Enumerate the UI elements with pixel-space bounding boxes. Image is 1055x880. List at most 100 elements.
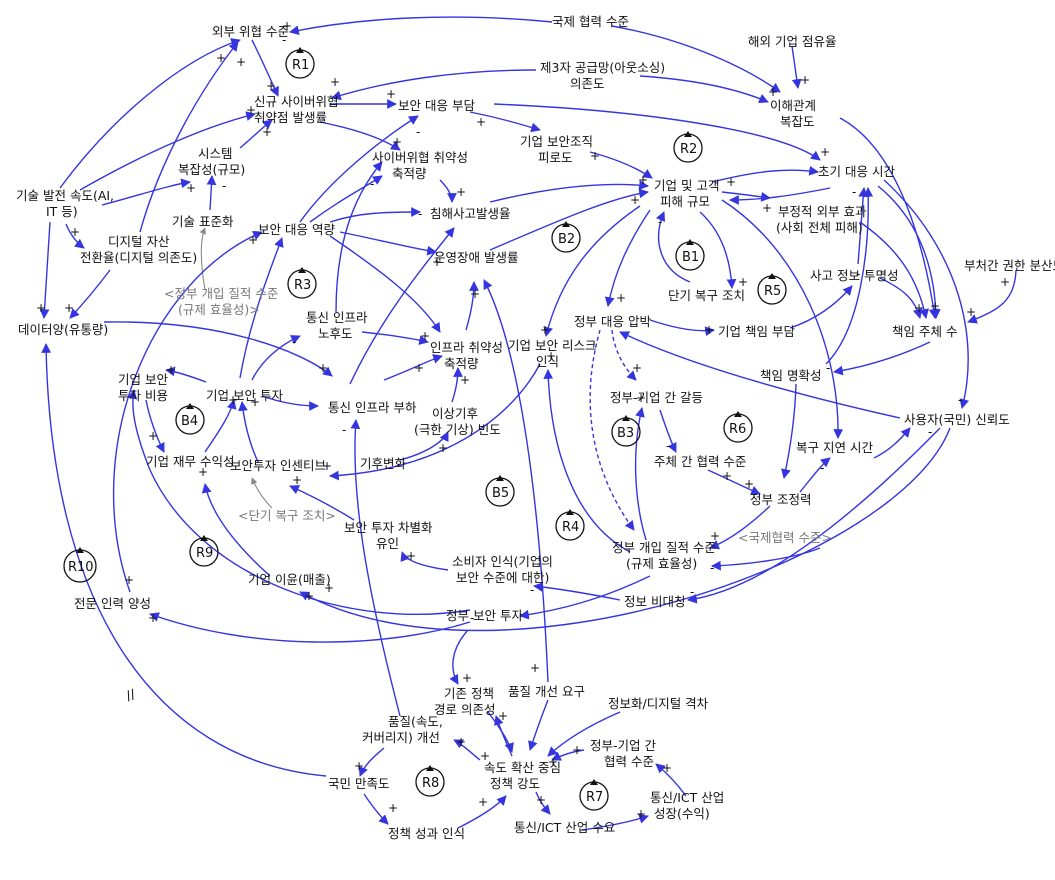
edge-burden-initial [493,103,821,161]
edge-foreign-stake [791,45,802,89]
polarity-sign: + [930,299,940,313]
polarity-sign: + [800,73,810,87]
edge-clarity-coord [781,383,797,479]
loop-label-b3: B3 [617,426,634,441]
node-sec-cost: 기업 보안 [118,372,168,387]
loop-arrow-icon [768,273,776,279]
node-policy-perception: 정책 성과 인식 [388,826,465,841]
node-supply-chain: 제3자 공급망(아웃소싱) [540,60,665,75]
polarity-sign: + [768,85,778,99]
loop-label-r4: R4 [562,520,579,535]
polarity-sign: + [186,181,196,195]
node-fin-profit: 기업 재무 수익성 [146,454,234,469]
edge-pressure-conflict [611,329,637,381]
edge-delay-trust [873,427,911,459]
node-ict-demand: 통신/ICT 산업 수요 [514,820,615,835]
edge-govq-risk [543,369,631,553]
edge-speed-demand [535,791,551,815]
edge-tech-system [101,178,191,206]
edge-gov-fin [127,389,471,616]
loop-label-b5: B5 [492,486,509,501]
loop-arrow-icon [426,765,434,771]
edge-diff-incentive [289,485,355,521]
edge-tech-data [39,221,51,319]
loop-label-r2: R2 [680,142,697,157]
edge-demand-oper [483,279,549,683]
edge-coord-delay [799,457,831,493]
polarity-sign: + [738,275,748,289]
edge-capacity-burden [299,115,419,223]
edge-aging-burden [335,161,383,313]
polarity-sign: + [762,201,772,215]
edge-quality-load [350,419,401,717]
polarity-sign: + [1000,275,1010,289]
edge-initial-actors [877,185,941,319]
polarity-sign: + [704,323,714,337]
edge-pressure-liab [649,319,715,337]
node-supply-chain-2: 의존도 [570,76,605,91]
polarity-sign: - [342,423,346,437]
polarity-sign: + [304,589,314,603]
polarity-sign: + [546,349,556,363]
edge-capacity-oper [339,231,437,256]
polarity-sign: + [248,233,258,247]
edge-initial-damage [729,187,831,205]
node-externality-2: (사회 전체 피해) [776,220,863,235]
node-short-recovery: 단기 복구 조치 [668,288,745,303]
edge-intlcoop-stake [611,25,781,93]
edge-policyg-standard [199,227,206,291]
edge-oper-damage [489,188,649,251]
node-intl-coop: 국제 협력 수준 [552,14,629,29]
polarity-sign: + [406,549,416,563]
loop-label-r7: R7 [586,790,603,805]
edge-demand-speed [528,699,549,751]
loop-label-b2: B2 [558,232,575,247]
polarity-sign: + [216,51,226,65]
polarity-sign: + [460,373,470,387]
polarity-sign: + [966,305,976,319]
polarity-sign: - [222,179,226,193]
node-actor-coop: 주체 간 협력 수준 [654,454,746,469]
loop-label-r10: R10 [68,560,94,575]
edge-stake-actors [839,117,939,319]
loop-arrow-icon [590,779,598,785]
node-ict-growth-2: 성장(수익) [654,806,710,821]
node-consumer-perception-2: 보안 수준에 대한) [456,570,549,585]
node-quality-improve-2: 커버리지) 개선 [362,730,440,745]
polarity-sign: - [530,583,534,597]
edge-trust-profit [299,427,951,632]
loop-arrow-icon [566,509,574,515]
polarity-sign: - [826,361,830,375]
node-stakeholder-2: 복잡도 [780,114,815,129]
polarity-sign: + [638,173,648,187]
loop-arrow-icon [76,547,84,553]
loop-label-r8: R8 [422,776,439,791]
edge-demand-growth [581,814,649,831]
edge-govq-govinvest [519,575,651,620]
edge-speed-quality [453,739,481,761]
edge-pressure-govq [589,329,635,531]
polarity-sign: + [548,755,558,769]
delay-mark: // [124,687,138,704]
node-foreign-share: 해외 기업 점유율 [748,34,836,49]
edge-standard-system [206,175,217,211]
node-quality-demand: 품질 개선 요구 [508,684,585,699]
node-stakeholder: 이해관계 [770,98,816,113]
edge-newthreat-vuln [319,121,401,151]
node-risk-perception-2: 인식 [536,354,559,369]
edge-speed-path [494,715,513,757]
edge-liab-trans [789,285,853,329]
edge-data-load [103,321,333,377]
node-cyber-vuln-2: 축적량 [392,166,427,181]
edge-threat-newthreat [251,39,279,97]
node-intrusion: 침해사고발생율 [430,206,511,221]
node-infra-aging-2: 노후도 [318,326,353,341]
node-system: 시스템 [198,146,233,161]
loop-arrow-icon [296,47,304,53]
edge-capacity-intrusion [329,207,421,223]
node-climate-change: 기후변화 [360,456,407,471]
edge-consumer-diff [400,551,449,571]
edge-invest-aging [251,335,301,381]
loop-label-b4: B4 [181,414,198,429]
polarity-sign: + [262,125,272,139]
